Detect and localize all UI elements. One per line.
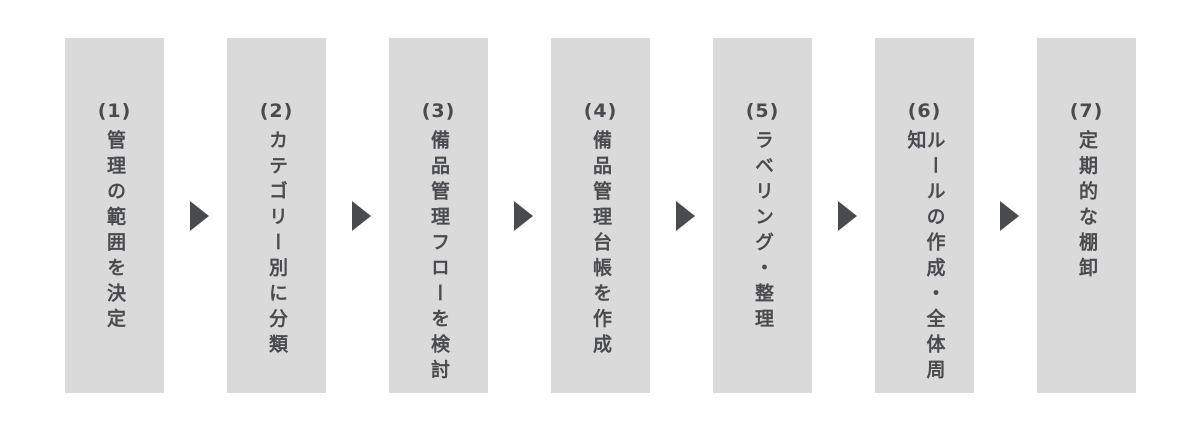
step-label: 備品管理台帳を作成 <box>590 130 612 360</box>
step-number: (7) <box>1069 100 1104 122</box>
arrow-right-icon <box>676 201 695 231</box>
arrow-right-icon <box>1000 201 1019 231</box>
step-label: ルールの作成・全体周知 <box>904 130 946 385</box>
step-4-box: (4) 備品管理台帳を作成 <box>551 38 650 393</box>
arrow-right-icon <box>838 201 857 231</box>
step-number: (1) <box>97 100 132 122</box>
step-label: カテゴリー別に分類 <box>266 130 288 360</box>
step-number: (3) <box>421 100 456 122</box>
step-6-box: (6) ルールの作成・全体周知 <box>875 38 974 393</box>
step-label: 備品管理フローを検討 <box>428 130 450 385</box>
arrow-right-icon <box>190 201 209 231</box>
step-label: ラベリング・整理 <box>752 130 774 334</box>
arrow-right-icon <box>352 201 371 231</box>
step-number: (6) <box>907 100 942 122</box>
step-number: (5) <box>745 100 780 122</box>
arrow-right-icon <box>514 201 533 231</box>
step-number: (2) <box>259 100 294 122</box>
step-label: 定期的な棚卸 <box>1076 130 1098 283</box>
step-2-box: (2) カテゴリー別に分類 <box>227 38 326 393</box>
step-number: (4) <box>583 100 618 122</box>
step-5-box: (5) ラベリング・整理 <box>713 38 812 393</box>
step-1-box: (1) 管理の範囲を決定 <box>65 38 164 393</box>
step-3-box: (3) 備品管理フローを検討 <box>389 38 488 393</box>
step-7-box: (7) 定期的な棚卸 <box>1037 38 1136 393</box>
step-label: 管理の範囲を決定 <box>104 130 126 334</box>
